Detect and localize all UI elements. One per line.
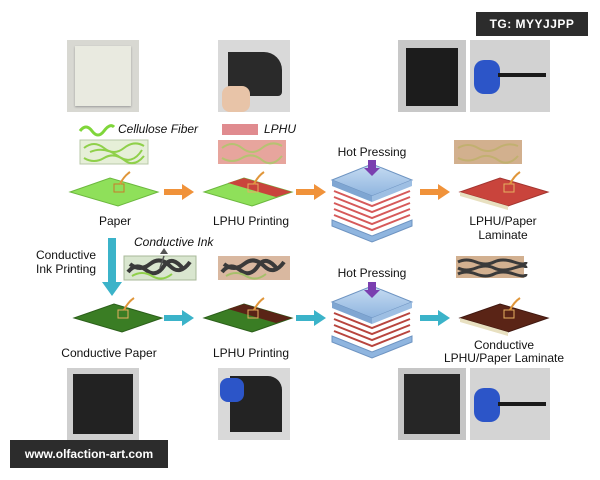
watermark-top: TG: MYYJJPP (476, 12, 588, 36)
label-conductive-paper: Conductive Paper (61, 346, 157, 360)
photo-conductive-paper (67, 368, 139, 440)
label-laminate-line1: LPHU/Paper (469, 214, 537, 228)
fiber-legend-icon (78, 124, 116, 137)
conductive-paper-sheet (72, 297, 164, 333)
label-cond-laminate-line1: Conductive (473, 338, 535, 352)
arrow-press-to-laminate (420, 184, 450, 200)
photo-cond-laminate-black (398, 368, 466, 440)
label-lphu-printing-bottom: LPHU Printing (212, 346, 290, 360)
laminate-inset-top (454, 140, 522, 164)
label-hot-pressing-top: Hot Pressing (337, 145, 407, 159)
watermark-bottom: www.olfaction-art.com (10, 440, 168, 468)
label-laminate-line2: Laminate (478, 228, 528, 242)
lphu-inset-bottom (218, 256, 290, 280)
lphu-legend-icon (222, 124, 258, 135)
photo-cond-laminate-edge (470, 368, 550, 440)
label-conductive-ink: Conductive Ink (134, 235, 214, 249)
conductive-ink-inset (123, 248, 197, 281)
photo-plain-paper (67, 40, 139, 112)
lphu-printed-sheet-top (202, 171, 294, 207)
arrow-cond-to-lphu (164, 310, 194, 326)
laminate-sheet-top (458, 171, 550, 210)
photo-lphu-printed-conductive (218, 368, 290, 440)
photo-laminate-black-top (398, 40, 466, 112)
lphu-inset-top (218, 140, 286, 165)
label-cond-laminate-line2: LPHU/Paper Laminate (443, 351, 565, 365)
lphu-printed-sheet-bottom (202, 297, 294, 333)
arrow-lphu-to-press (296, 184, 326, 200)
label-conductive-printing-line1: Conductive (35, 248, 97, 262)
label-lphu-printing-top: LPHU Printing (212, 214, 290, 228)
photo-laminate-edge-top (470, 40, 550, 112)
cond-laminate-sheet (458, 297, 550, 336)
label-hot-pressing-bottom: Hot Pressing (337, 266, 407, 280)
arrow-press-to-cond-laminate (420, 310, 450, 326)
arrow-paper-to-lphu (164, 184, 194, 200)
hot-press-stack-top (330, 160, 414, 243)
legend-lphu-label: LPHU (264, 122, 297, 136)
label-paper: Paper (98, 214, 132, 228)
fiber-inset-top (79, 139, 149, 165)
paper-sheet (68, 171, 160, 207)
label-conductive-printing-line2: Ink Printing (35, 262, 97, 276)
arrow-lphu-to-press-bottom (296, 310, 326, 326)
legend-fiber-label: Cellulose Fiber (118, 122, 199, 136)
laminate-inset-bottom (456, 256, 528, 278)
photo-lphu-bent-film (218, 40, 290, 112)
arrow-paper-to-conductive (102, 238, 122, 296)
hot-press-stack-bottom (330, 282, 414, 359)
